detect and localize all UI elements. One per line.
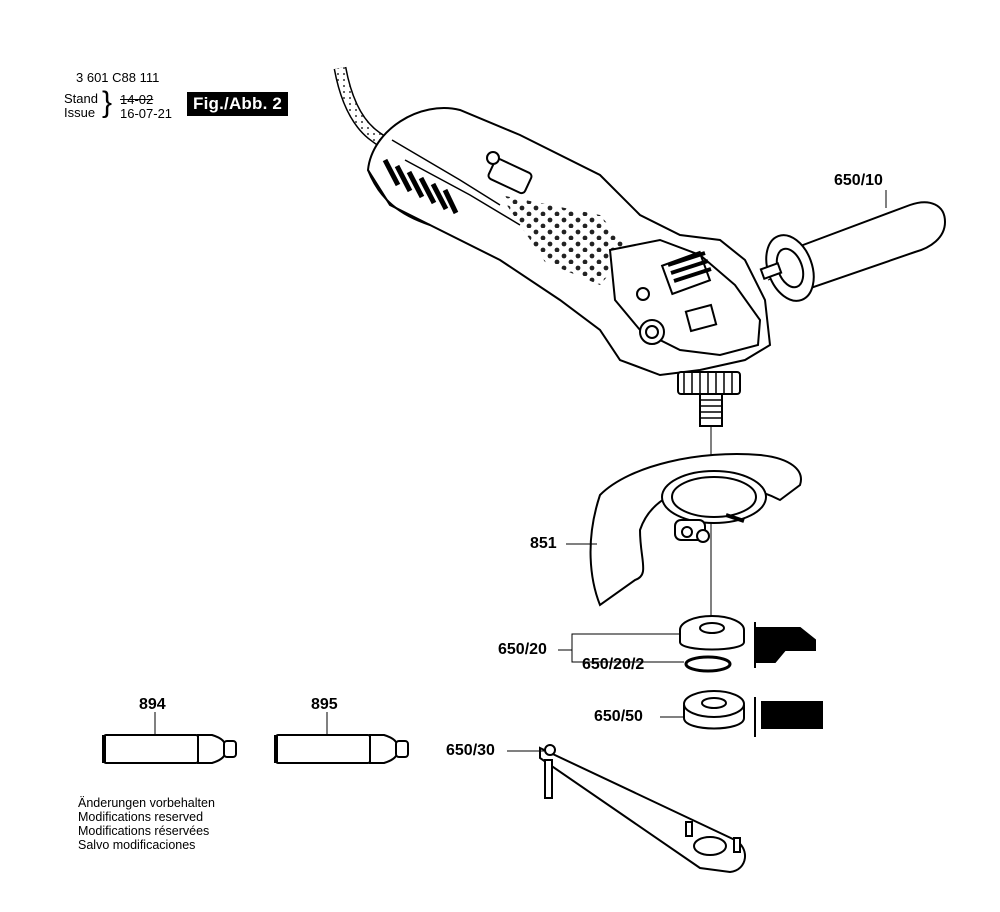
- label-650-20-2: 650/20/2: [582, 656, 645, 673]
- modification-notes: Änderungen vorbehalten Modifications res…: [78, 796, 215, 852]
- grease-tube-894: [102, 734, 237, 764]
- label-851: 851: [530, 535, 557, 552]
- wheel-guard: [589, 453, 802, 607]
- note-es: Salvo modificaciones: [78, 838, 196, 852]
- o-ring: [684, 655, 732, 673]
- figure-label: Fig./Abb. 2: [187, 92, 289, 116]
- issue-label: Issue: [64, 105, 96, 120]
- brace: }: [102, 86, 113, 119]
- stand-label: Stand: [64, 91, 98, 106]
- label-650-30: 650/30: [446, 742, 495, 759]
- auxiliary-handle: [759, 201, 947, 302]
- note-de: Änderungen vorbehalten: [78, 796, 215, 810]
- grease-tube-895: [274, 734, 409, 764]
- issue-value: 16-07-21: [120, 106, 173, 121]
- label-894: 894: [139, 696, 166, 713]
- leader-lines: [154, 190, 887, 752]
- part-number: 3 601 C88 111: [76, 70, 160, 85]
- label-650-10: 650/10: [834, 172, 883, 189]
- note-fr: Modifications réservées: [78, 824, 210, 838]
- label-650-50: 650/50: [594, 708, 643, 725]
- label-650-20: 650/20: [498, 641, 547, 658]
- stand-value: 14-02: [120, 92, 154, 107]
- label-895: 895: [311, 696, 338, 713]
- note-en: Modifications reserved: [78, 810, 204, 824]
- mounting-flange: [679, 615, 816, 668]
- angle-grinder: [366, 107, 772, 427]
- clamping-nut: [683, 690, 823, 737]
- spanner-wrench: [539, 744, 746, 874]
